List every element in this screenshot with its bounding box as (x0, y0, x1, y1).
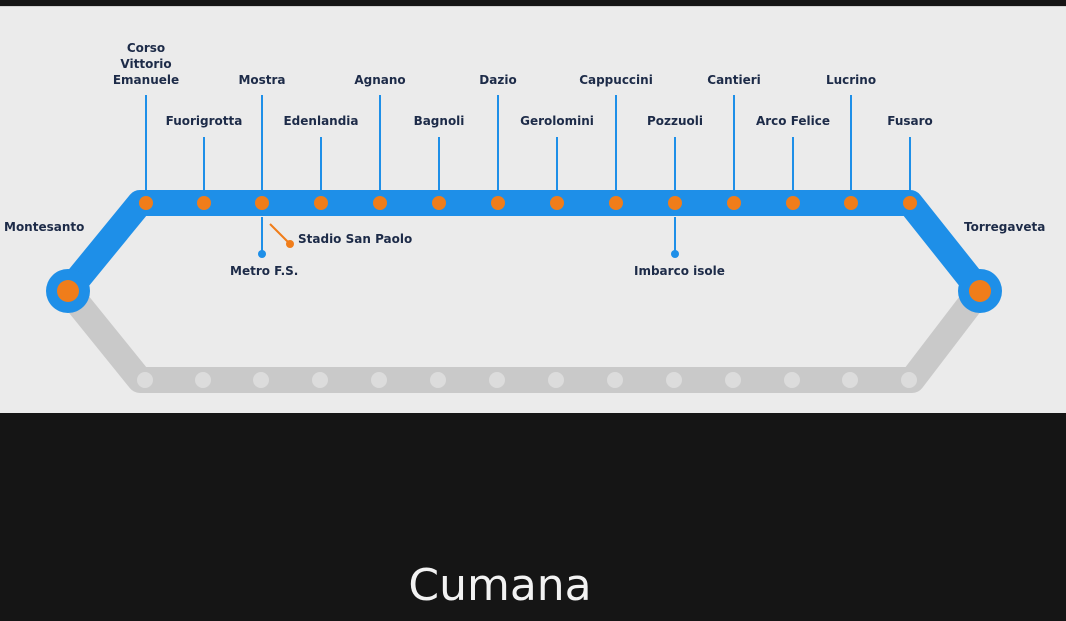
station-cappuccini[interactable] (609, 196, 623, 210)
stadio-dot (286, 240, 294, 248)
return-station-10 (666, 372, 682, 388)
label-lucrino: Lucrino (826, 73, 876, 87)
label-dazio: Dazio (479, 73, 516, 87)
label-pozzuoli: Pozzuoli (647, 114, 703, 128)
label-imbarco-isole: Imbarco isole (634, 264, 725, 278)
return-station-7 (489, 372, 505, 388)
station-mostra[interactable] (255, 196, 269, 210)
return-station-2 (195, 372, 211, 388)
station-fuorigrotta[interactable] (197, 196, 211, 210)
label-fusaro: Fusaro (887, 114, 933, 128)
label-bagnoli: Bagnoli (414, 114, 465, 128)
return-station-14 (901, 372, 917, 388)
main-line (55, 190, 993, 304)
station-group (139, 196, 917, 210)
terminus-torregaveta[interactable] (958, 269, 1002, 313)
imbarco-dot (671, 250, 679, 258)
return-station-8 (548, 372, 564, 388)
station-gerolomini[interactable] (550, 196, 564, 210)
return-station-13 (842, 372, 858, 388)
station-dazio[interactable] (491, 196, 505, 210)
video-caption: Cumana (408, 560, 592, 611)
return-station-9 (607, 372, 623, 388)
station-lucrino[interactable] (844, 196, 858, 210)
label-gerolomini: Gerolomini (520, 114, 594, 128)
label-metro-fs: Metro F.S. (230, 264, 298, 278)
return-station-12 (784, 372, 800, 388)
label-montesanto: Montesanto (4, 220, 84, 234)
station-arco-felice[interactable] (786, 196, 800, 210)
station-corso-vittorio-emanuele[interactable] (139, 196, 153, 210)
label-stadio-san-paolo: Stadio San Paolo (298, 232, 412, 246)
station-cantieri[interactable] (727, 196, 741, 210)
return-station-1 (137, 372, 153, 388)
label-edenlandia: Edenlandia (283, 114, 358, 128)
station-edenlandia[interactable] (314, 196, 328, 210)
stadio-connector (269, 223, 290, 244)
return-station-11 (725, 372, 741, 388)
label-ticks (145, 95, 911, 193)
return-station-6 (430, 372, 446, 388)
return-station-3 (253, 372, 269, 388)
label-agnano: Agnano (354, 73, 405, 87)
metro-fs-dot (258, 250, 266, 258)
return-track (55, 278, 993, 393)
station-pozzuoli[interactable] (668, 196, 682, 210)
label-arco-felice: Arco Felice (756, 114, 830, 128)
station-bagnoli[interactable] (432, 196, 446, 210)
terminus-montesanto[interactable] (46, 269, 90, 313)
return-station-4 (312, 372, 328, 388)
label-torregaveta: Torregaveta (964, 220, 1045, 234)
label-mostra: Mostra (238, 73, 285, 87)
station-agnano[interactable] (373, 196, 387, 210)
label-cappuccini: Cappuccini (579, 73, 653, 87)
station-fusaro[interactable] (903, 196, 917, 210)
label-cantieri: Cantieri (707, 73, 760, 87)
return-station-group (137, 372, 917, 388)
label-fuorigrotta: Fuorigrotta (166, 114, 243, 128)
return-station-5 (371, 372, 387, 388)
